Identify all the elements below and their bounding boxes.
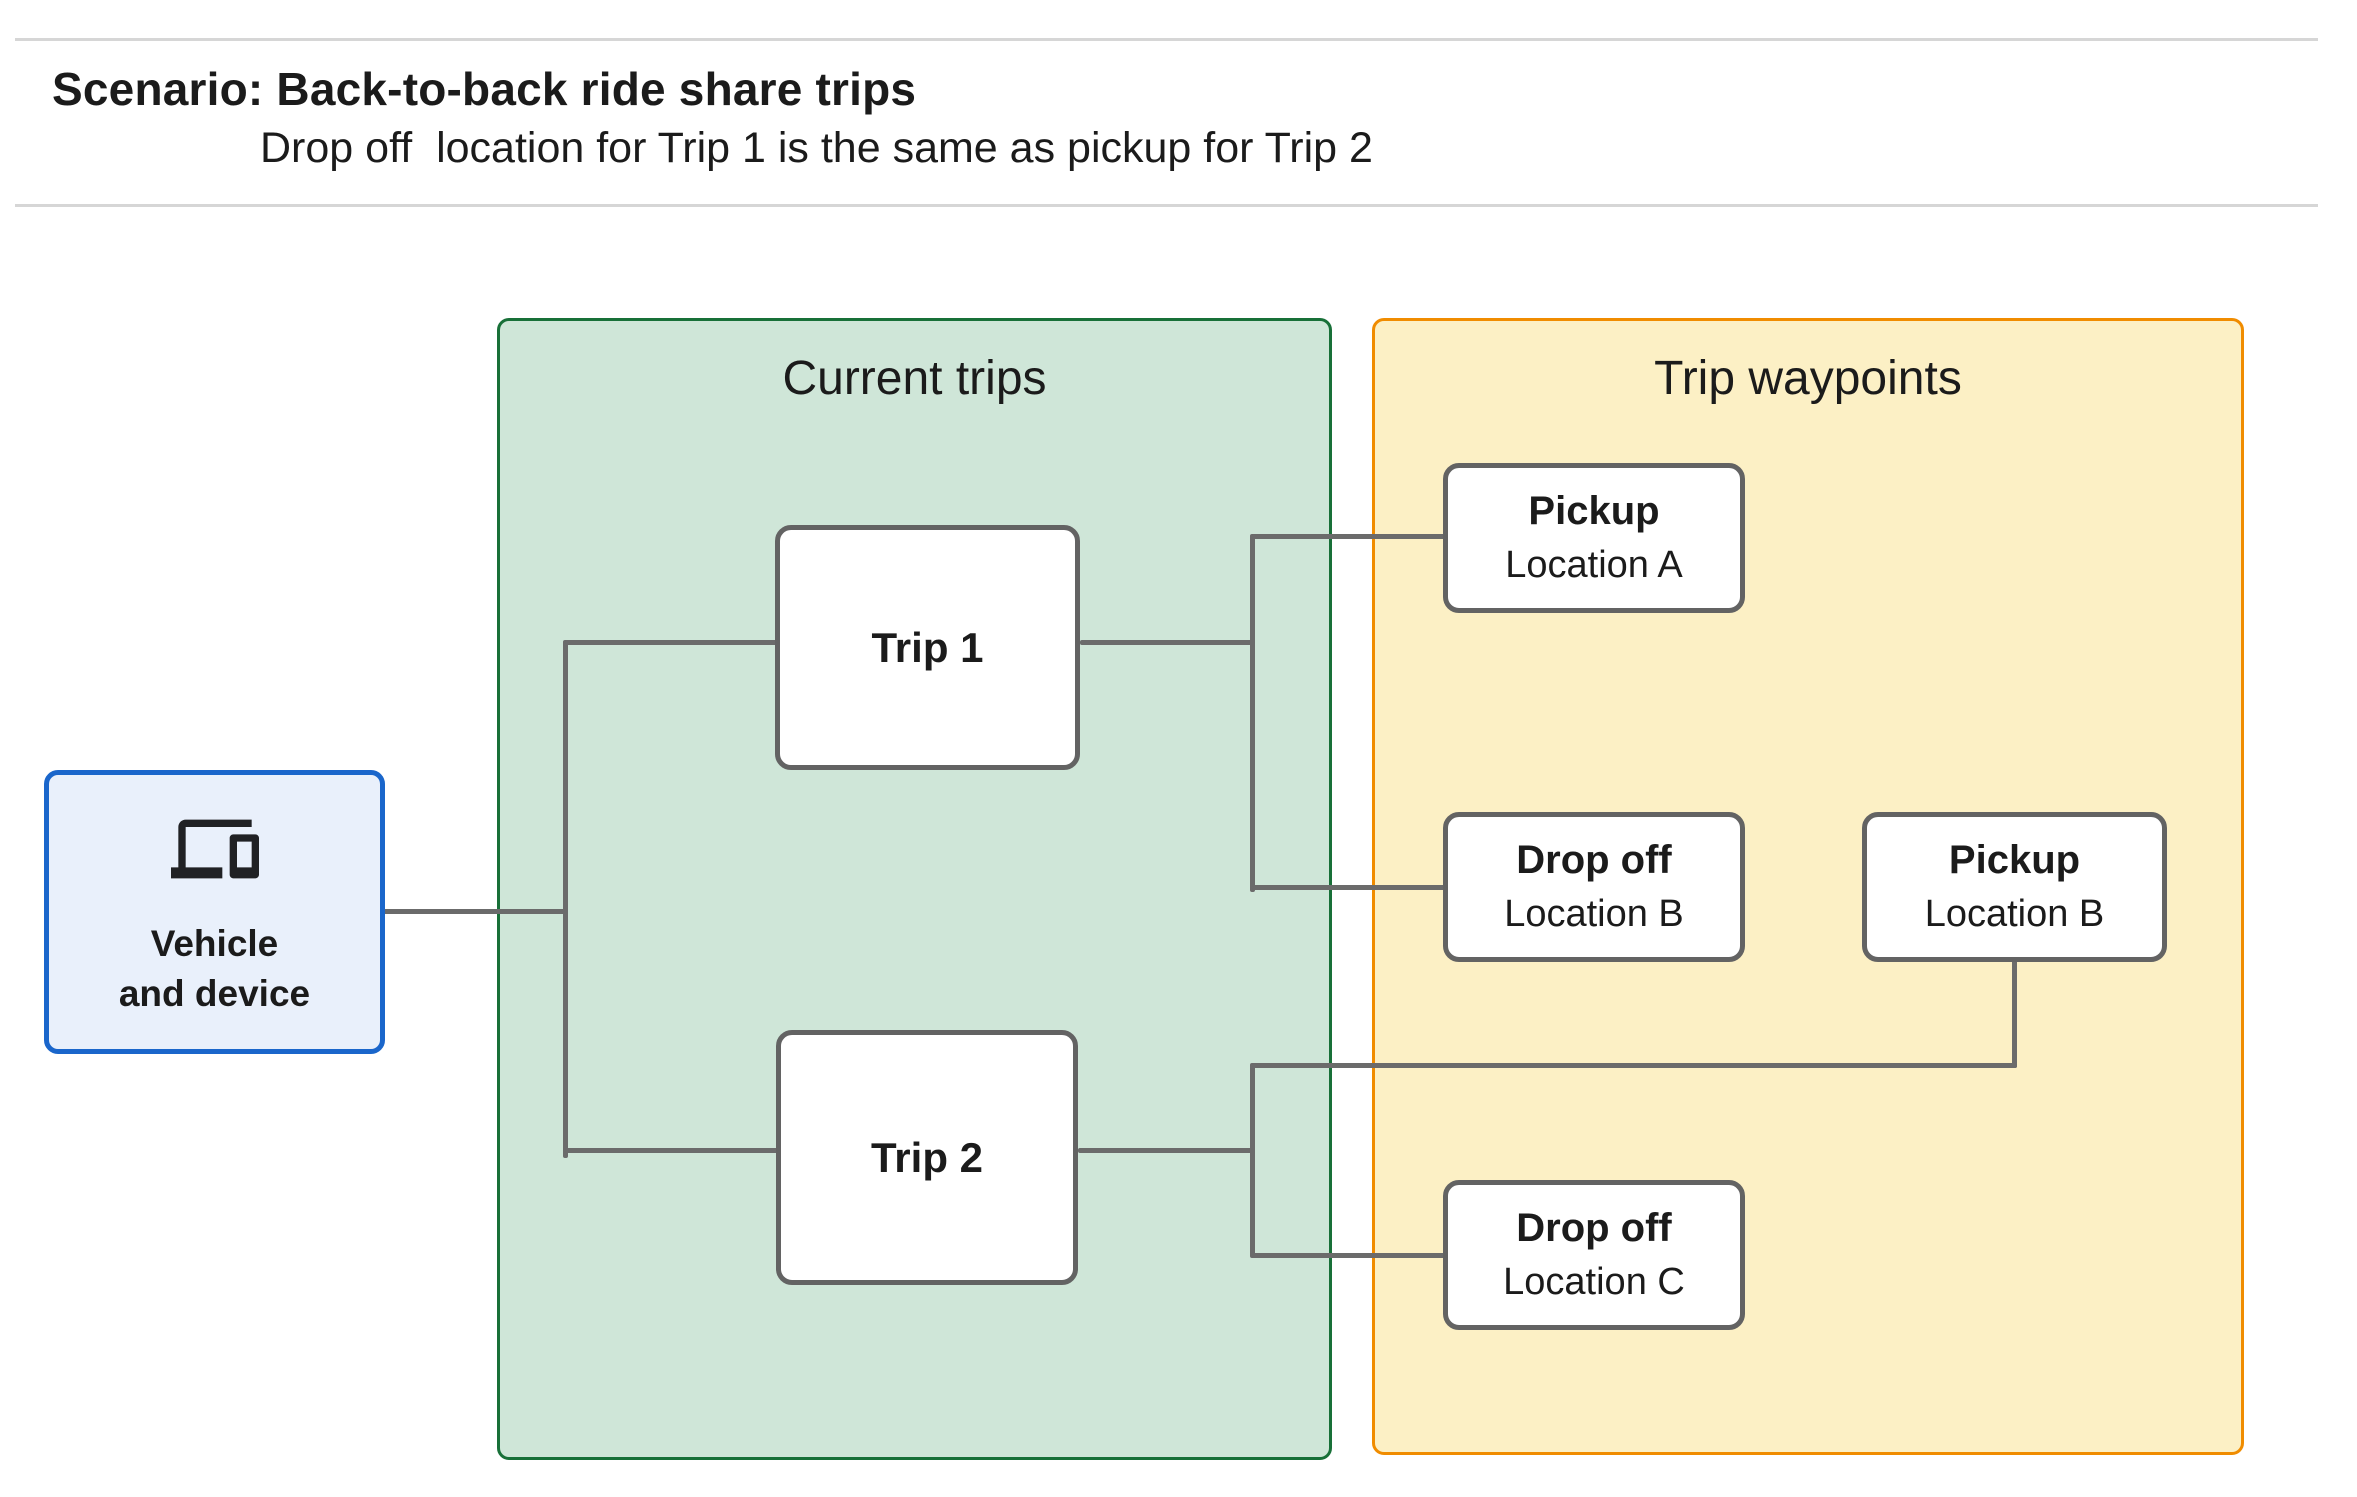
trip2-label: Trip 2: [870, 1133, 984, 1181]
connector-junction-to-dropoff-c: [1252, 1253, 1445, 1258]
connector-junction-to-pickup-a: [1252, 534, 1445, 539]
connector-junction-to-trip2: [565, 1148, 778, 1153]
connector-trip2-to-waypoint-junction: [1078, 1148, 1254, 1153]
pickup-b-location: Location B: [1924, 893, 2105, 936]
pickup-a-title: Pickup: [1528, 489, 1660, 534]
connector-vehicle-to-junction: [383, 909, 565, 914]
connector-trips-junction-vertical: [563, 640, 568, 1158]
trip2-node: Trip 2: [776, 1030, 1078, 1285]
dropoff-b-title: Drop off: [1516, 838, 1672, 883]
pickup-a-node: Pickup Location A: [1443, 463, 1745, 613]
page-title: Scenario: Back-to-back ride share trips: [52, 63, 917, 115]
connector-waypoint-junction1-vertical: [1250, 534, 1255, 892]
connector-junction-to-trip1: [565, 640, 777, 645]
trip1-node: Trip 1: [775, 525, 1080, 770]
dropoff-b-node: Drop off Location B: [1443, 812, 1745, 962]
pickup-a-location: Location A: [1505, 544, 1683, 587]
group-trip-waypoints-label: Trip waypoints: [1654, 352, 1962, 405]
group-current-trips-label: Current trips: [782, 352, 1047, 405]
dropoff-b-location: Location B: [1504, 893, 1684, 936]
dropoff-c-location: Location C: [1503, 1261, 1685, 1304]
vehicle-node: Vehicle and device: [44, 770, 385, 1054]
trip1-label: Trip 1: [871, 623, 984, 671]
connector-junction-to-dropoff-b: [1252, 885, 1445, 890]
dropoff-c-title: Drop off: [1516, 1206, 1672, 1251]
dropoff-c-node: Drop off Location C: [1443, 1180, 1745, 1330]
devices-icon: [170, 819, 259, 879]
connector-waypoint-junction2-vertical: [1250, 1063, 1255, 1258]
divider-bottom: [15, 204, 2318, 207]
connector-pickup-b-vertical: [2012, 960, 2017, 1068]
vehicle-node-label: Vehicle and device: [118, 923, 311, 1015]
connector-trip1-to-waypoint-junction: [1080, 640, 1254, 645]
pickup-b-title: Pickup: [1948, 838, 2081, 883]
group-current-trips: Current trips: [497, 318, 1332, 1460]
pickup-b-node: Pickup Location B: [1862, 812, 2167, 962]
page-subtitle: Drop off location for Trip 1 is the same…: [260, 124, 1373, 172]
connector-pickup-b-to-junction: [1252, 1063, 2017, 1068]
divider-top: [15, 38, 2318, 41]
